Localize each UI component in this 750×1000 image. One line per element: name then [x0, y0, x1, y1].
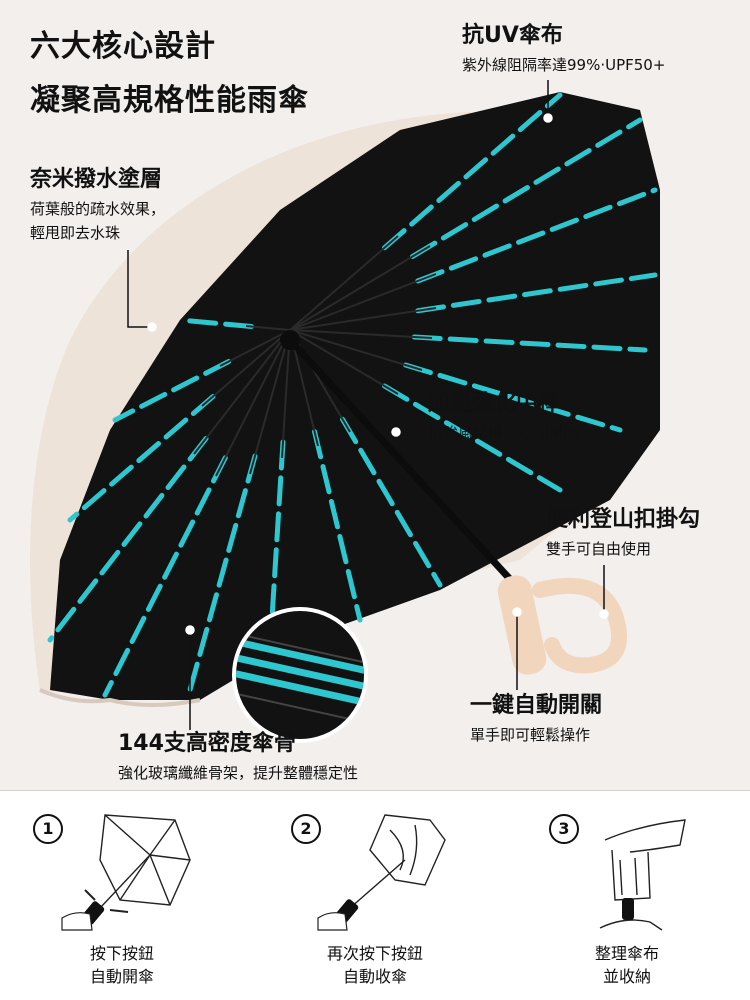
umbrella-shaft: [286, 336, 524, 594]
canopy-rib: [410, 117, 643, 259]
canopy-rib: [415, 272, 658, 314]
feature-uv-desc: 紫外線阻隔率達99%‧UPF50+: [462, 56, 666, 74]
feature-auto-title: 一鍵自動開關: [470, 693, 603, 718]
canopy-stretcher: [249, 329, 291, 475]
canopy-rib: [382, 383, 563, 493]
canopy-rib: [312, 429, 363, 623]
canopy-stretcher: [289, 329, 433, 339]
step-3-line2: 並收納: [602, 967, 651, 986]
feature-uv-title: 抗UV傘布: [462, 23, 563, 48]
feature-ribs-title: 144支高密度傘骨: [118, 731, 296, 756]
canopy-rib: [47, 436, 209, 643]
canopy-stretcher: [289, 329, 423, 371]
canopy-stretcher: [289, 273, 437, 331]
canopy-stretcher: [193, 329, 291, 455]
canopy-rib: [67, 394, 216, 523]
step-2-number: 2: [291, 814, 321, 844]
closing-umbrella-icon: [349, 814, 446, 909]
canopy-rib: [112, 359, 232, 423]
canopy-rib: [177, 317, 254, 329]
headline-line2: 凝聚高規格性能雨傘: [30, 83, 309, 118]
canopy-stretcher: [201, 329, 291, 407]
feature-coating-title: 奈米撥水塗層: [30, 167, 163, 192]
canopy-rib: [415, 187, 658, 284]
canopy-rib: [102, 455, 228, 698]
feature-shaft-desc: 抗強風結構，穩固耐用: [428, 424, 579, 442]
headline-line1: 六大核心設計: [30, 29, 216, 64]
canopy-stretcher: [245, 325, 291, 331]
section-divider: [0, 790, 750, 791]
step-2-line1: 再次按下按鈕: [326, 944, 423, 963]
canopy-stretcher: [289, 329, 399, 395]
step-3-number: 3: [549, 814, 579, 844]
canopy-stretcher: [289, 245, 431, 331]
canopy-ribs: [47, 92, 658, 698]
step-1-number: 1: [33, 814, 63, 844]
canopy-stretcher: [215, 329, 291, 477]
canopy-stretcher: [289, 307, 437, 331]
usage-steps-panel: [0, 790, 750, 1000]
step-2-line2: 自動收傘: [342, 967, 407, 986]
hand-icon: [61, 912, 93, 931]
feature-shaft-title: 加粗強化中棒: [428, 391, 561, 416]
open-umbrella-icon: [84, 814, 191, 913]
canopy-stretcher: [281, 329, 291, 459]
step-3-line1: 整理傘布: [594, 944, 659, 963]
canopy-stretcher: [289, 235, 399, 331]
carabiner-hook: [532, 577, 627, 674]
feature-coating-desc1: 荷葉般的疏水效果，: [30, 200, 166, 218]
canopy-rib: [411, 334, 648, 353]
canopy-rib: [382, 92, 563, 251]
step-1-line2: 自動開傘: [89, 967, 154, 986]
rib-closeup: [232, 607, 368, 743]
feature-coating-desc2: 輕甩即去水珠: [30, 224, 121, 242]
feature-hook-title: 便利登山扣掛勾: [546, 507, 701, 532]
canopy-rib: [187, 453, 258, 693]
step-1-line1: 按下按鈕: [89, 944, 154, 963]
step-illustrations: [61, 814, 686, 931]
feature-ribs-desc: 強化玻璃纖維骨架，提升整體穩定性: [118, 764, 359, 782]
handle-body: [497, 575, 547, 675]
hand-icon: [317, 912, 348, 931]
feature-hook-desc: 雙手可自由使用: [546, 540, 652, 558]
canopy-stretcher: [219, 329, 291, 367]
feature-auto-desc: 單手即可輕鬆操作: [470, 726, 591, 744]
canopy-rib: [340, 416, 443, 588]
canopy-rib: [403, 362, 623, 433]
umbrella-illustration: [30, 80, 660, 743]
fold-umbrella-icon: [599, 819, 686, 931]
canopy-rib: [267, 439, 286, 653]
